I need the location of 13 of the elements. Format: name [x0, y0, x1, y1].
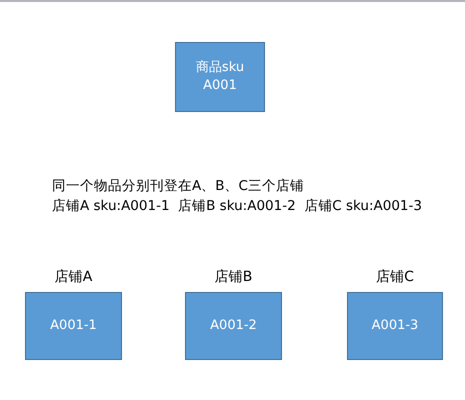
- product-box: [185, 292, 282, 360]
- store-heading: 店铺C: [376, 268, 414, 286]
- box-label: 商品sku A001: [194, 58, 246, 95]
- product-box: [347, 292, 443, 360]
- store-heading: 店铺B: [214, 268, 252, 286]
- store-heading: 店铺A: [54, 268, 92, 286]
- note-text: 同一个物品分别刊登在A、B、C三个店铺: [52, 177, 304, 195]
- box-label: A001-1: [50, 316, 97, 335]
- product-box: [25, 292, 122, 360]
- note-text: 店铺A sku:A001-1 店铺B sku:A001-2 店铺C sku:A001-3: [52, 197, 422, 215]
- product-box: [175, 42, 265, 112]
- box-label: A001-2: [210, 316, 257, 335]
- box-label: A001-3: [372, 316, 418, 335]
